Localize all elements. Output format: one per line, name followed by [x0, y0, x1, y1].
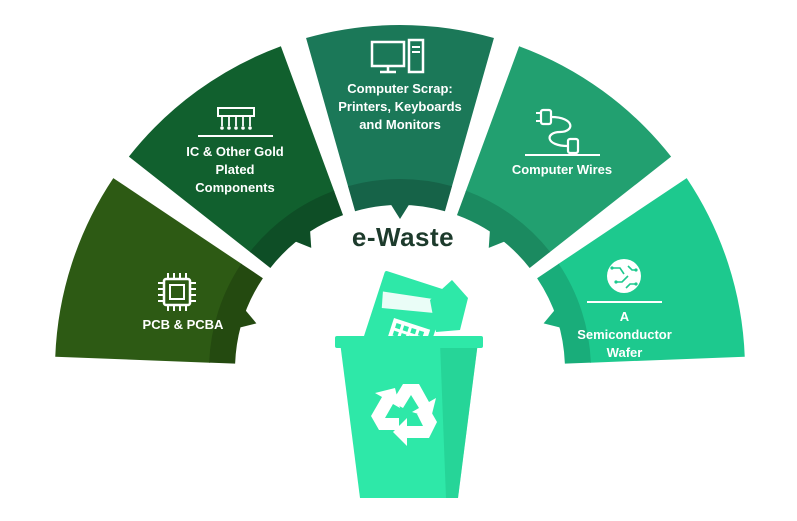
segment-ic-pointer: [295, 230, 312, 248]
divider-line: [525, 154, 600, 156]
segment-label-ic: IC & Other Gold Plated Components: [170, 143, 300, 197]
label-line: Components: [195, 180, 275, 195]
segment-wafer-outer: [557, 178, 745, 363]
label-line: IC & Other Gold: [186, 144, 284, 159]
label-line: and Monitors: [359, 117, 441, 132]
divider-line: [198, 135, 273, 137]
segment-wires-inner: [456, 190, 551, 268]
segment-wires-pointer: [488, 230, 505, 248]
ic-component-icon: [217, 107, 255, 130]
computer-icon: [370, 38, 425, 74]
segment-label-wires: Computer Wires: [502, 161, 622, 179]
segment-label-wafer: A Semiconductor Wafer: [567, 308, 682, 362]
wafer-icon: [607, 259, 641, 293]
segment-ic-outer: [128, 46, 335, 253]
segment-pcb-pointer: [239, 309, 257, 328]
segment-scrap: [306, 24, 494, 219]
recycle-icon: [371, 384, 437, 446]
label-line: Computer Scrap:: [347, 81, 453, 96]
segment-ic: [128, 46, 344, 268]
chip-icon: [158, 273, 196, 311]
label-line: Plated: [215, 162, 255, 177]
label-line: Semiconductor: [577, 327, 672, 342]
segment-scrap-inner: [347, 179, 453, 212]
segment-wafer-inner: [537, 263, 591, 364]
divider-line: [587, 301, 662, 303]
segment-wafer-pointer: [543, 309, 561, 328]
segment-pcb-outer: [55, 178, 243, 363]
segment-wafer: [537, 178, 745, 364]
segment-scrap-outer: [306, 24, 494, 188]
segment-ic-inner: [249, 190, 344, 268]
label-line: Printers, Keyboards: [338, 99, 462, 114]
label-line: Wafer: [606, 345, 643, 360]
segment-label-pcb: PCB & PCBA: [133, 316, 233, 334]
segment-label-scrap: Computer Scrap: Printers, Keyboards and …: [325, 80, 475, 134]
cable-icon: [536, 108, 580, 155]
segment-pcb-inner: [209, 263, 263, 364]
label-line: PCB & PCBA: [142, 317, 224, 332]
label-line: Computer Wires: [511, 162, 613, 177]
page-title: e-Waste: [351, 222, 455, 252]
segment-scrap-pointer: [390, 204, 410, 219]
trash-bin-icon: [335, 267, 483, 498]
segment-pcb: [55, 178, 263, 364]
label-line: A: [619, 309, 630, 324]
